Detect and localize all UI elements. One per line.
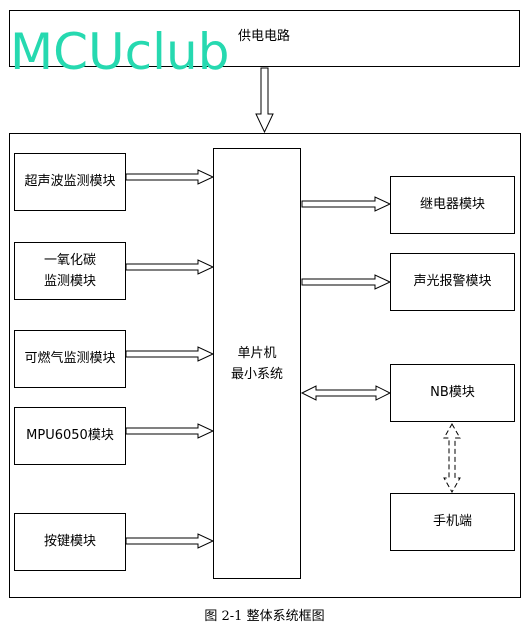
power-supply-box (9, 10, 520, 67)
gas-arrow (125, 346, 215, 362)
relay-module-label: 继电器模块 (419, 197, 485, 212)
ultrasonic-module-label: 超声波监测模块 (24, 174, 116, 189)
co-arrow (125, 259, 215, 275)
mpu6050-module-box: MPU6050模块 (14, 407, 126, 465)
co-module-label: 一氧化碳 监测模块 (43, 253, 96, 289)
ultrasonic-arrow (125, 169, 215, 185)
co-module-box: 一氧化碳 监测模块 (14, 242, 126, 300)
power-down-arrow (255, 67, 274, 134)
mpu-arrow (125, 423, 215, 439)
keys-module-box: 按键模块 (14, 513, 126, 571)
relay-arrow (301, 196, 392, 212)
ultrasonic-module-box: 超声波监测模块 (14, 153, 126, 211)
keys-arrow (125, 533, 215, 549)
mcu-box: 单片机 最小系统 (213, 148, 301, 579)
nb-module-box: NB模块 (390, 364, 515, 422)
power-supply-label: 供电电路 (238, 29, 291, 44)
nb-phone-wireless-link (443, 422, 461, 494)
alarm-module-box: 声光报警模块 (390, 253, 515, 311)
figure-caption: 图 2-1 整体系统框图 (204, 609, 325, 624)
nb-module-label: NB模块 (430, 385, 475, 400)
mpu6050-module-label: MPU6050模块 (26, 428, 114, 443)
phone-label: 手机端 (432, 514, 472, 529)
mcu-nb-bidirectional-arrow (300, 385, 392, 401)
gas-module-box: 可燃气监测模块 (14, 330, 126, 388)
alarm-arrow (301, 274, 392, 290)
mcuclub-watermark: MCUclub (10, 23, 230, 81)
relay-module-box: 继电器模块 (390, 176, 515, 234)
gas-module-label: 可燃气监测模块 (24, 351, 116, 366)
alarm-module-label: 声光报警模块 (413, 274, 492, 289)
keys-module-label: 按键模块 (43, 534, 96, 549)
mcu-label: 单片机 最小系统 (230, 345, 283, 382)
phone-box: 手机端 (390, 493, 515, 551)
